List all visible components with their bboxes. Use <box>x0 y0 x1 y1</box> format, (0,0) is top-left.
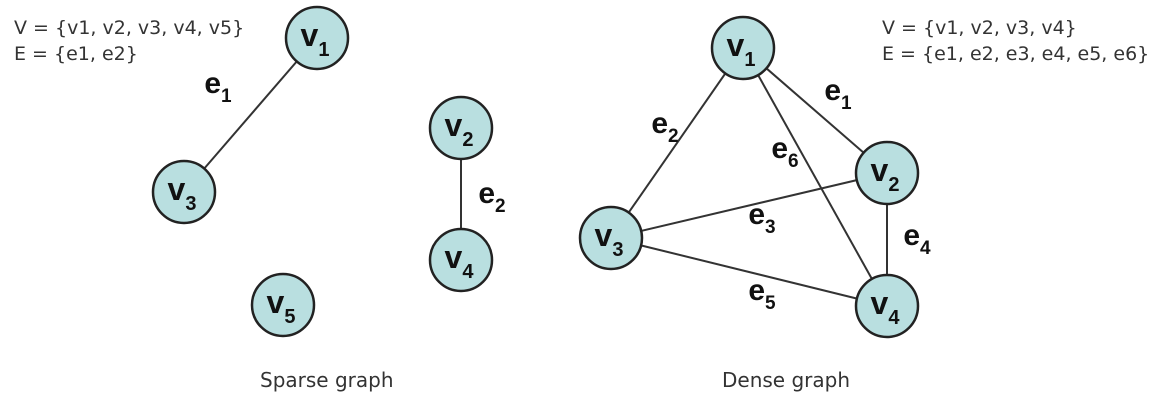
sparse-node-v1: v1 <box>284 5 350 71</box>
sparse-node-circle-v2 <box>428 95 494 161</box>
sparse-edge-label-e1: e1 <box>204 67 232 107</box>
sparse-node-circle-v4 <box>428 227 494 293</box>
dense-node-circle-v2 <box>854 140 920 206</box>
dense-node-v4: v4 <box>854 273 920 339</box>
dense-edge-label-text-e4: e4 <box>903 219 931 259</box>
dense-edge-label-text-e6: e6 <box>771 132 798 172</box>
dense-edge-label-text-e3: e3 <box>748 198 775 238</box>
dense-caption: Dense graph <box>722 368 851 392</box>
dense-edge-label-e5: e5 <box>748 274 776 314</box>
dense-edge-e5 <box>610 237 888 307</box>
sparse-edge-label-text-e2: e2 <box>478 177 505 217</box>
dense-node-v3: v3 <box>578 205 644 271</box>
dense-edge-label-text-e2: e2 <box>651 107 678 147</box>
sparse-node-circle-v1 <box>284 5 350 71</box>
dense-node-v2: v2 <box>854 140 920 206</box>
sparse-node-label-v5: v5 <box>267 284 296 328</box>
sparse-node-label-v1: v1 <box>301 17 330 61</box>
dense-node-label-v4: v4 <box>871 285 901 329</box>
dense-edge-label-e4: e4 <box>903 219 931 259</box>
dense-edge-label-text-e1: e1 <box>824 74 852 114</box>
sparse-node-v5: v5 <box>250 272 316 338</box>
dense-node-v1: v1 <box>710 15 776 81</box>
dense-edge-e2 <box>610 47 744 239</box>
sparse-caption: Sparse graph <box>260 368 394 392</box>
sparse-edge-label-text-e1: e1 <box>204 67 232 107</box>
sparse-node-circle-v5 <box>250 272 316 338</box>
sparse-edge-label-e2: e2 <box>478 177 505 217</box>
sparse-node-circle-v3 <box>151 159 217 225</box>
dense-edge-e6 <box>742 47 888 307</box>
sparse-node-v3: v3 <box>151 159 217 225</box>
dense-node-label-v2: v2 <box>871 152 900 196</box>
sparse-edge-e1 <box>183 37 318 193</box>
dense-graph: e1 e2 e3 e4 e5 e6 v1 v2 v3 v4 <box>578 15 931 339</box>
sparse-edge-set: E = {e1, e2} <box>14 43 138 65</box>
sparse-vertex-set: V = {v1, v2, v3, v4, v5} <box>14 17 245 39</box>
sparse-node-v2: v2 <box>428 95 494 161</box>
dense-node-circle-v1 <box>710 15 776 81</box>
sparse-node-label-v3: v3 <box>168 171 197 215</box>
dense-node-circle-v3 <box>578 205 644 271</box>
dense-node-label-v1: v1 <box>727 27 756 71</box>
dense-edge-label-text-e5: e5 <box>748 274 776 314</box>
sparse-graph: e1 e2 v1 v2 v3 v4 v5 <box>151 5 506 338</box>
dense-node-circle-v4 <box>854 273 920 339</box>
dense-edge-label-e6: e6 <box>771 132 798 172</box>
dense-edge-label-e1: e1 <box>824 74 852 114</box>
dense-edge-label-e2: e2 <box>651 107 678 147</box>
sparse-node-label-v4: v4 <box>445 239 475 283</box>
dense-edge-e3 <box>610 172 888 239</box>
dense-edge-label-e3: e3 <box>748 198 775 238</box>
dense-edge-set: E = {e1, e2, e3, e4, e5, e6} <box>882 43 1150 65</box>
sparse-node-v4: v4 <box>428 227 494 293</box>
dense-node-label-v3: v3 <box>595 217 624 261</box>
sparse-node-label-v2: v2 <box>445 107 474 151</box>
dense-vertex-set: V = {v1, v2, v3, v4} <box>882 17 1077 39</box>
